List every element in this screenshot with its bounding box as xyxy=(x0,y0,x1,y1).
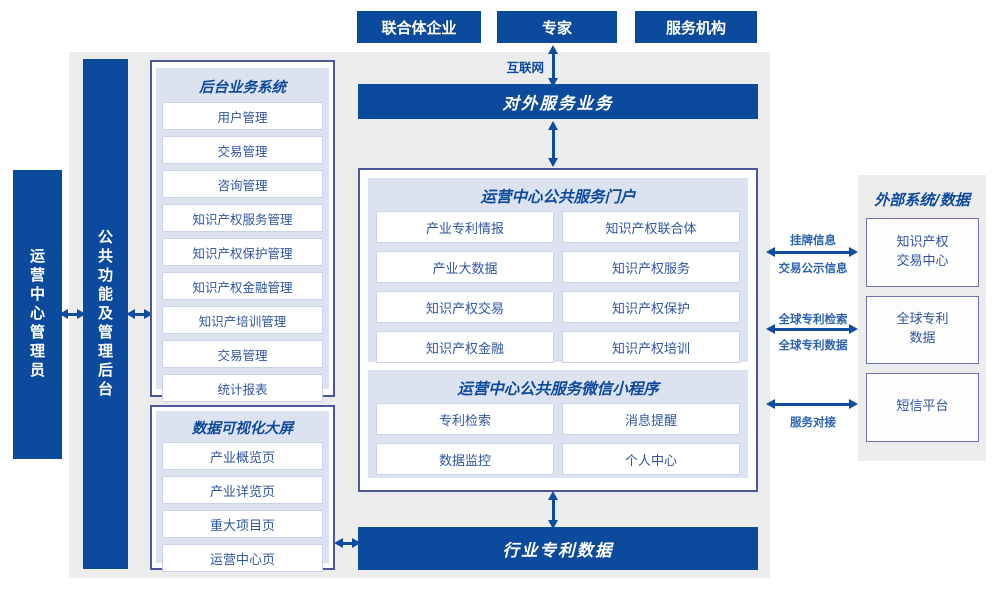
portal-item: 产业大数据 xyxy=(376,251,554,283)
ext-line: 全球专利 xyxy=(896,312,949,328)
backend-item: 交易管理 xyxy=(162,136,323,164)
dataviz-panel: 数据可视化大屏 产业概览页 产业详览页 重大项目页 运营中心页 xyxy=(156,411,329,572)
portal-item: 知识产权联合体 xyxy=(562,211,740,243)
listing-info-label: 挂牌信息 xyxy=(790,233,836,247)
admin-to-backend-arrow xyxy=(59,309,86,319)
dataviz-item: 产业详览页 xyxy=(162,476,323,504)
backendbar-to-system-arrow xyxy=(126,309,153,319)
public-functions-bar: 公共功能及管理后台 xyxy=(83,59,128,569)
backend-item: 知识产培训管理 xyxy=(162,306,323,334)
global-patent-data-label: 全球专利数据 xyxy=(778,338,848,352)
service-to-portal-arrow xyxy=(548,121,558,167)
portal-item: 产业专利情报 xyxy=(376,211,554,243)
portal-title: 运营中心公共服务门户 xyxy=(480,188,636,206)
global-patent-link-arrow xyxy=(766,324,858,334)
backend-item: 交易管理 xyxy=(162,340,323,368)
external-systems-title: 外部系统/数据 xyxy=(874,190,970,209)
portal-item: 知识产权保护 xyxy=(562,291,740,323)
miniprogram-item: 专利检索 xyxy=(376,403,554,435)
internet-arrow xyxy=(548,45,558,87)
miniprogram-item: 消息提醒 xyxy=(562,403,740,435)
portal-item: 知识产权培训 xyxy=(562,331,740,363)
actor-label: 联合体企业 xyxy=(381,18,457,37)
external-service-bar: 对外服务业务 xyxy=(358,84,758,119)
actor-service-agency: 服务机构 xyxy=(635,11,757,43)
operations-admin-bar: 运营中心管理员 xyxy=(13,170,62,459)
industry-patent-data-label: 行业专利数据 xyxy=(502,540,614,560)
ext-line: 短信平台 xyxy=(896,399,949,415)
miniprogram-item: 个人中心 xyxy=(562,443,740,475)
dataviz-item: 运营中心页 xyxy=(162,544,323,572)
internet-label: 互联网 xyxy=(506,60,544,75)
backend-item: 用户管理 xyxy=(162,102,323,130)
portal-item: 知识产权服务 xyxy=(562,251,740,283)
actor-label: 服务机构 xyxy=(665,18,726,37)
external-system-sms: 短信平台 xyxy=(866,373,979,442)
backend-system-items: 用户管理 交易管理 咨询管理 知识产权服务管理 知识产权保护管理 知识产权金融管… xyxy=(156,98,329,408)
external-system-global-patent: 全球专利 数据 xyxy=(866,296,979,364)
backend-item: 知识产权金融管理 xyxy=(162,272,323,300)
actor-expert: 专家 xyxy=(497,11,617,43)
dataviz-title: 数据可视化大屏 xyxy=(191,420,294,437)
operations-admin-label: 运营中心管理员 xyxy=(28,248,46,381)
miniprogram-panel: 运营中心公共服务微信小程序 专利检索 消息提醒 数据监控 个人中心 xyxy=(368,370,748,478)
backend-system-title: 后台业务系统 xyxy=(199,79,286,96)
ip-exchange-link-arrow xyxy=(766,247,858,257)
service-connect-label: 服务对接 xyxy=(790,415,836,429)
portal-items: 产业专利情报 知识产权联合体 产业大数据 知识产权服务 知识产权交易 知识产权保… xyxy=(368,209,748,371)
miniprogram-title: 运营中心公共服务微信小程序 xyxy=(457,380,659,398)
actor-consortium-enterprise: 联合体企业 xyxy=(357,11,481,43)
ext-line: 交易中心 xyxy=(896,253,949,269)
external-system-ip-exchange: 知识产权 交易中心 xyxy=(866,218,979,287)
miniprogram-items: 专利检索 消息提醒 数据监控 个人中心 xyxy=(368,401,748,483)
portal-to-industry-arrow xyxy=(548,491,558,529)
ext-line: 数据 xyxy=(909,331,936,346)
external-service-label: 对外服务业务 xyxy=(502,93,614,113)
actor-label: 专家 xyxy=(541,18,572,37)
portal-item: 知识产权金融 xyxy=(376,331,554,363)
portal-panel: 运营中心公共服务门户 产业专利情报 知识产权联合体 产业大数据 知识产权服务 知… xyxy=(368,178,748,363)
dataviz-items: 产业概览页 产业详览页 重大项目页 运营中心页 xyxy=(156,439,329,578)
backend-item: 知识产权服务管理 xyxy=(162,204,323,232)
trade-publicity-label: 交易公示信息 xyxy=(778,261,848,275)
public-functions-label: 公共功能及管理后台 xyxy=(96,228,114,400)
dataviz-to-industry-arrow xyxy=(334,538,361,548)
ext-line: 知识产权 xyxy=(896,234,949,250)
dataviz-item: 重大项目页 xyxy=(162,510,323,538)
backend-item: 统计报表 xyxy=(162,374,323,402)
dataviz-item: 产业概览页 xyxy=(162,442,323,470)
sms-link-arrow xyxy=(766,399,858,409)
global-patent-search-label: 全球专利检索 xyxy=(778,312,848,326)
miniprogram-item: 数据监控 xyxy=(376,443,554,475)
backend-item: 知识产权保护管理 xyxy=(162,238,323,266)
industry-patent-data-bar: 行业专利数据 xyxy=(358,527,758,570)
backend-item: 咨询管理 xyxy=(162,170,323,198)
portal-item: 知识产权交易 xyxy=(376,291,554,323)
backend-system-panel: 后台业务系统 用户管理 交易管理 咨询管理 知识产权服务管理 知识产权保护管理 … xyxy=(156,68,329,402)
